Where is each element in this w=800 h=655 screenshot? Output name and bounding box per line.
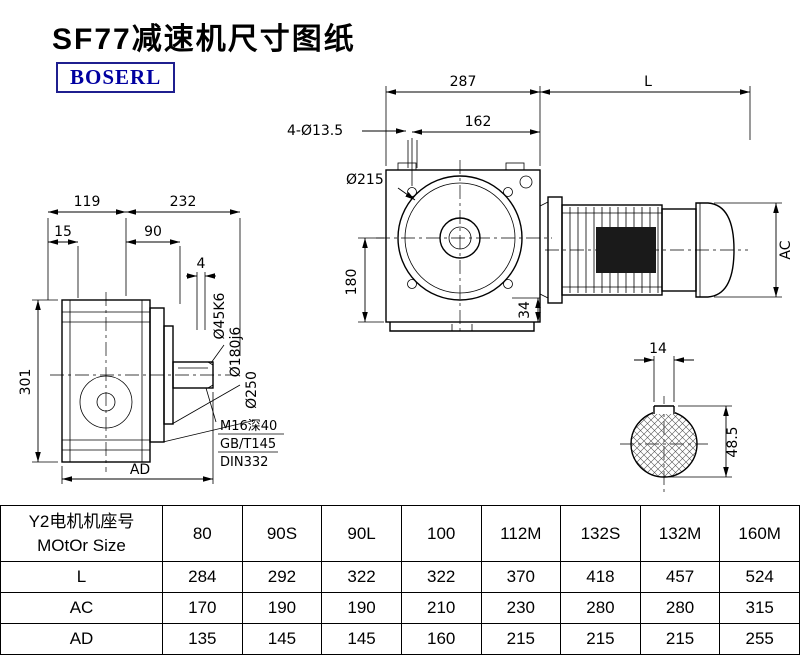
table-cell: 457 [639,561,721,593]
shaft-section-view: 14 48.5 [620,341,741,492]
dim-AC: AC [778,240,794,259]
dim-162: 162 [465,114,492,130]
table-cell: 280 [639,592,721,624]
dim-180: 180 [344,269,360,296]
table-cell: 418 [560,561,641,593]
side-view: 119 232 15 90 4 301 AD [18,194,284,484]
shaft-bore-circle [630,410,698,478]
page-title: SF77减速机尺寸图纸 [52,23,356,56]
col-header: 132S [560,505,641,562]
table-cell: 170 [162,592,243,624]
dim-pilot-dia: Ø180j6 [228,327,244,378]
note-gb-standard: GB/T145 [220,437,276,452]
motor-size-table: Y2电机机座号 MOtOr Size 80 90S 90L 100 112M 1… [0,505,800,655]
table-row-AC: AC 170 190 190 210 230 280 280 315 [0,592,800,624]
table-cell: 160 [400,623,482,655]
table-row-L: L 284 292 322 322 370 418 457 524 [0,561,800,593]
front-view: 287 L 162 4-Ø13.5 Ø215 180 34 [287,74,794,334]
note-tapped-hole: M16深40 [220,419,277,434]
table-cell: 145 [241,623,323,655]
dim-301: 301 [18,369,34,396]
dim-shaft-dia: Ø45K6 [212,292,228,339]
table-cell: 215 [480,623,562,655]
dim-34: 34 [517,301,533,319]
note-din-standard: DIN332 [220,455,268,470]
row-label: AD [0,623,163,655]
table-cell: 284 [162,561,243,593]
table-cell: 315 [719,592,800,624]
header-line1: Y2电机机座号 [28,511,135,531]
table-cell: 135 [162,623,243,655]
dim-15: 15 [54,224,72,240]
table-cell: 210 [400,592,482,624]
table-cell: 322 [400,561,482,593]
motor [539,196,735,304]
table-cell: 524 [719,561,800,593]
table-cell: 280 [560,592,641,624]
table-cell: 215 [560,623,641,655]
table-cell: 292 [241,561,323,593]
dim-L: L [644,74,652,90]
dim-keyway-depth: 48.5 [725,426,741,457]
dim-232: 232 [170,194,197,210]
table-cell: 370 [480,561,562,593]
dim-4: 4 [197,256,206,272]
col-header: 112M [480,505,562,562]
table-row-AD: AD 135 145 145 160 215 215 215 255 [0,623,800,655]
table-cell: 255 [719,623,800,655]
dimension-drawing: 287 L 162 4-Ø13.5 Ø215 180 34 [18,74,794,492]
dim-AD: AD [130,462,150,478]
dim-bolt-holes: 4-Ø13.5 [287,123,343,139]
table-cell: 322 [321,561,402,593]
dim-119: 119 [74,194,101,210]
table-cell: 190 [241,592,323,624]
col-header: 90L [321,505,402,562]
table-cell: 190 [321,592,402,624]
col-header: 160M [719,505,800,562]
row-label: L [0,561,163,593]
col-header: 132M [639,505,721,562]
table-cell: 215 [639,623,721,655]
motor-size-header: Y2电机机座号 MOtOr Size [0,505,163,562]
row-label: AC [0,592,163,624]
dim-90: 90 [144,224,162,240]
col-header: 100 [400,505,482,562]
dim-287: 287 [450,74,477,90]
header-line2: MOtOr Size [37,535,126,555]
dim-flange-od: Ø250 [244,371,260,409]
table-cell: 230 [480,592,562,624]
dim-flange-dia: Ø215 [346,172,384,188]
col-header: 90S [241,505,323,562]
motor-fin-block [596,227,656,273]
table-cell: 145 [321,623,402,655]
col-header: 80 [162,505,243,562]
dim-keyway-width: 14 [649,341,667,357]
boserl-logo: BOSERL [56,62,176,93]
